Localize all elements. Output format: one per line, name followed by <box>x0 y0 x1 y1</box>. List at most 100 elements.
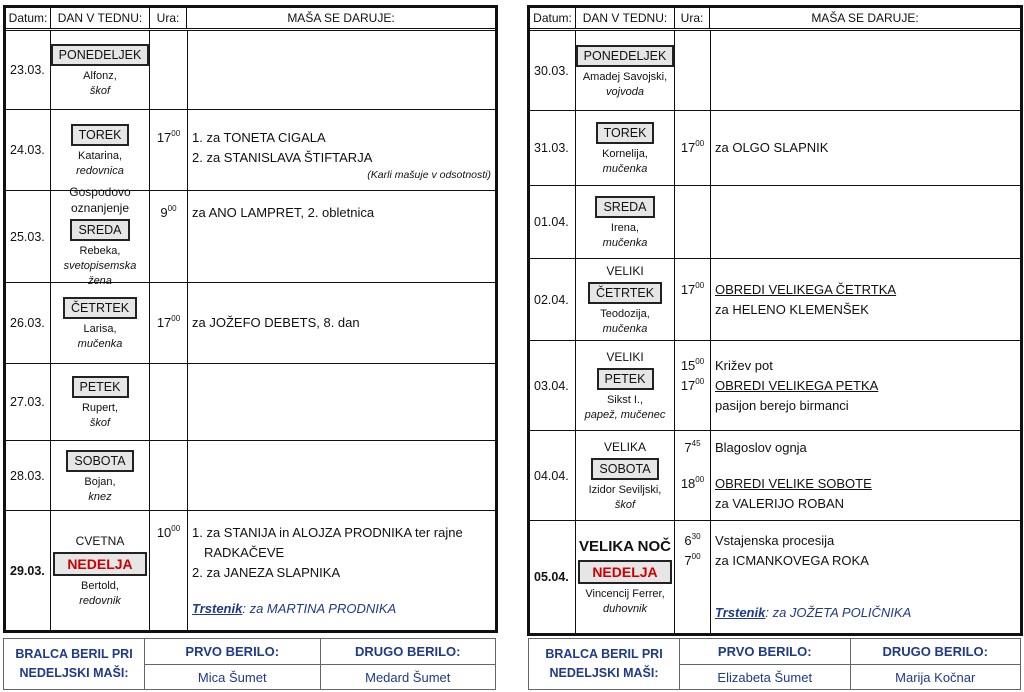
mass-line <box>675 571 1020 587</box>
weekday-label: NEDELJA <box>578 560 672 584</box>
saint-title: mučenka <box>602 163 648 175</box>
time-column-divider <box>187 31 188 109</box>
mass-intention: OBREDI VELIKEGA ČETRTKA <box>710 280 1020 300</box>
second-reading-column: DRUGO BERILO:Medard Šumet <box>320 639 495 689</box>
mass-line <box>150 255 495 271</box>
mass-text: 2. za JANEZA SLAPNIKA <box>192 564 341 580</box>
feast-name: VELIKI <box>606 263 644 278</box>
mass-note: (Karli mašuje v odsotnosti) <box>187 168 495 182</box>
readers-footer-week-2: BRALCA BERIL PRI NEDELJSKI MAŠI:PRVO BER… <box>528 638 1021 690</box>
time-minutes: 30 <box>691 532 701 541</box>
time-hour: 17 <box>680 377 696 393</box>
mass-line: 2. za STANISLAVA ŠTIFTARJA <box>150 148 495 168</box>
mass-line: 700 za ICMANKOVEGA ROKA <box>675 551 1020 571</box>
weekday-label: PETEK <box>71 376 129 398</box>
mass-intention: za ANO LAMPRET, 2. obletnica <box>187 203 495 223</box>
mass-time: 1700 <box>150 128 187 148</box>
saint-name: Izidor Seviljski, <box>588 483 662 496</box>
time-column-divider <box>710 31 711 110</box>
mass-intention: 2. za STANISLAVA ŠTIFTARJA <box>187 148 495 168</box>
mass-line: Trstenik: za JOŽETA POLIČNIKA <box>675 603 1020 623</box>
date-cell: 31.03. <box>530 111 576 185</box>
mass-time: 1800 <box>675 474 710 494</box>
time-column-divider <box>187 283 188 363</box>
saint-title: mučenka <box>77 338 123 350</box>
mass-text: pasijon berejo birmanci <box>715 397 849 413</box>
saint-name: Rebeka, <box>79 245 121 257</box>
mass-text: za ICMANKOVEGA ROKA <box>715 553 869 568</box>
mass-intention: 1. za STANIJA in ALOJZA PRODNIKA ter raj… <box>187 523 495 543</box>
mass-text: za HELENO KLEMENŠEK <box>715 301 869 317</box>
mass-intention: OBREDI VELIKE SOBOTE <box>710 474 1020 494</box>
mass-line: (Karli mašuje v odsotnosti) <box>150 168 495 188</box>
mass-line: 2. za JANEZA SLAPNIKA <box>150 563 495 583</box>
mass-intention: za JOŽEFO DEBETS, 8. dan <box>187 313 495 333</box>
mass-cell <box>150 364 495 440</box>
date-cell: 26.03. <box>6 283 51 363</box>
mass-text: Križev pot <box>715 357 773 373</box>
schedule-table-week-1: Datum:DAN V TEDNU:Ura:MAŠA SE DARUJE:23.… <box>3 5 498 633</box>
mass-cell <box>675 186 1020 258</box>
mass-intention: Trstenik: za JOŽETA POLIČNIKA <box>710 603 1020 623</box>
mass-time: 700 <box>675 551 710 571</box>
weekday-label: TOREK <box>70 124 130 146</box>
mass-time: 1700 <box>675 138 710 158</box>
time-column-divider <box>710 111 711 185</box>
time-hour: 17 <box>680 281 696 297</box>
first-reading-reader: Mica Šumet <box>197 669 267 685</box>
mass-time: 1700 <box>150 313 187 333</box>
saint-title: vojvoda <box>606 85 644 98</box>
mass-intention: RADKAČEVE <box>187 543 495 563</box>
date-cell: 05.04. <box>530 521 576 633</box>
mass-line: Trstenik: za MARTINA PRODNIKA <box>150 599 495 619</box>
mass-time: 1500 <box>675 356 710 376</box>
date-cell: 01.04. <box>530 186 576 258</box>
time-column-divider <box>187 191 188 282</box>
schedule-table-week-2: Datum:DAN V TEDNU:Ura:MAŠA SE DARUJE:30.… <box>527 5 1023 636</box>
readers-label: BRALCA BERIL PRI NEDELJSKI MAŠI: <box>4 639 145 689</box>
weekday-label: SREDA <box>595 196 655 218</box>
time-minutes: 00 <box>691 552 701 561</box>
mass-intention: 1. za TONETA CIGALA <box>187 128 495 148</box>
saint-name: Alfonz, <box>83 70 117 82</box>
mass-intention: Križev pot <box>710 356 1020 376</box>
time-minutes: 45 <box>691 438 701 448</box>
header-date: Datum: <box>6 8 51 28</box>
mass-intention: Vstajenska procesija <box>710 531 1020 551</box>
feast-name: VELIKA <box>603 439 647 454</box>
second-reading-label: DRUGO BERILO: <box>320 639 495 665</box>
date-cell: 02.04. <box>530 259 576 340</box>
header-time: Ura: <box>675 8 710 28</box>
mass-text: OBREDI VELIKEGA ČETRTKA <box>715 281 897 297</box>
saint-title: papež, mučenec <box>584 408 666 421</box>
time-hour: 17 <box>156 130 172 145</box>
second-reading-reader: Marija Kočnar <box>895 669 976 685</box>
saint-title: redovnica <box>76 165 124 177</box>
date-cell: 03.04. <box>530 341 576 430</box>
readers-footer-week-1: BRALCA BERIL PRI NEDELJSKI MAŠI:PRVO BER… <box>3 638 496 690</box>
weekday-label: SOBOTA <box>66 449 134 472</box>
mass-line: za HELENO KLEMENŠEK <box>675 300 1020 320</box>
mass-intention: 2. za JANEZA SLAPNIKA <box>187 563 495 583</box>
mass-text: (Karli mašuje v odsotnosti) <box>367 169 491 181</box>
mass-time: 900 <box>150 203 187 223</box>
mass-cell <box>150 441 495 510</box>
second-reading-column: DRUGO BERILO:Marija Kočnar <box>850 639 1020 689</box>
mass-text: OBREDI VELIKE SOBOTE <box>715 475 872 491</box>
first-reading-column: PRVO BERILO:Mica Šumet <box>145 639 321 689</box>
time-hour: 9 <box>160 204 168 220</box>
mass-text: 2. za STANISLAVA ŠTIFTARJA <box>192 150 373 165</box>
